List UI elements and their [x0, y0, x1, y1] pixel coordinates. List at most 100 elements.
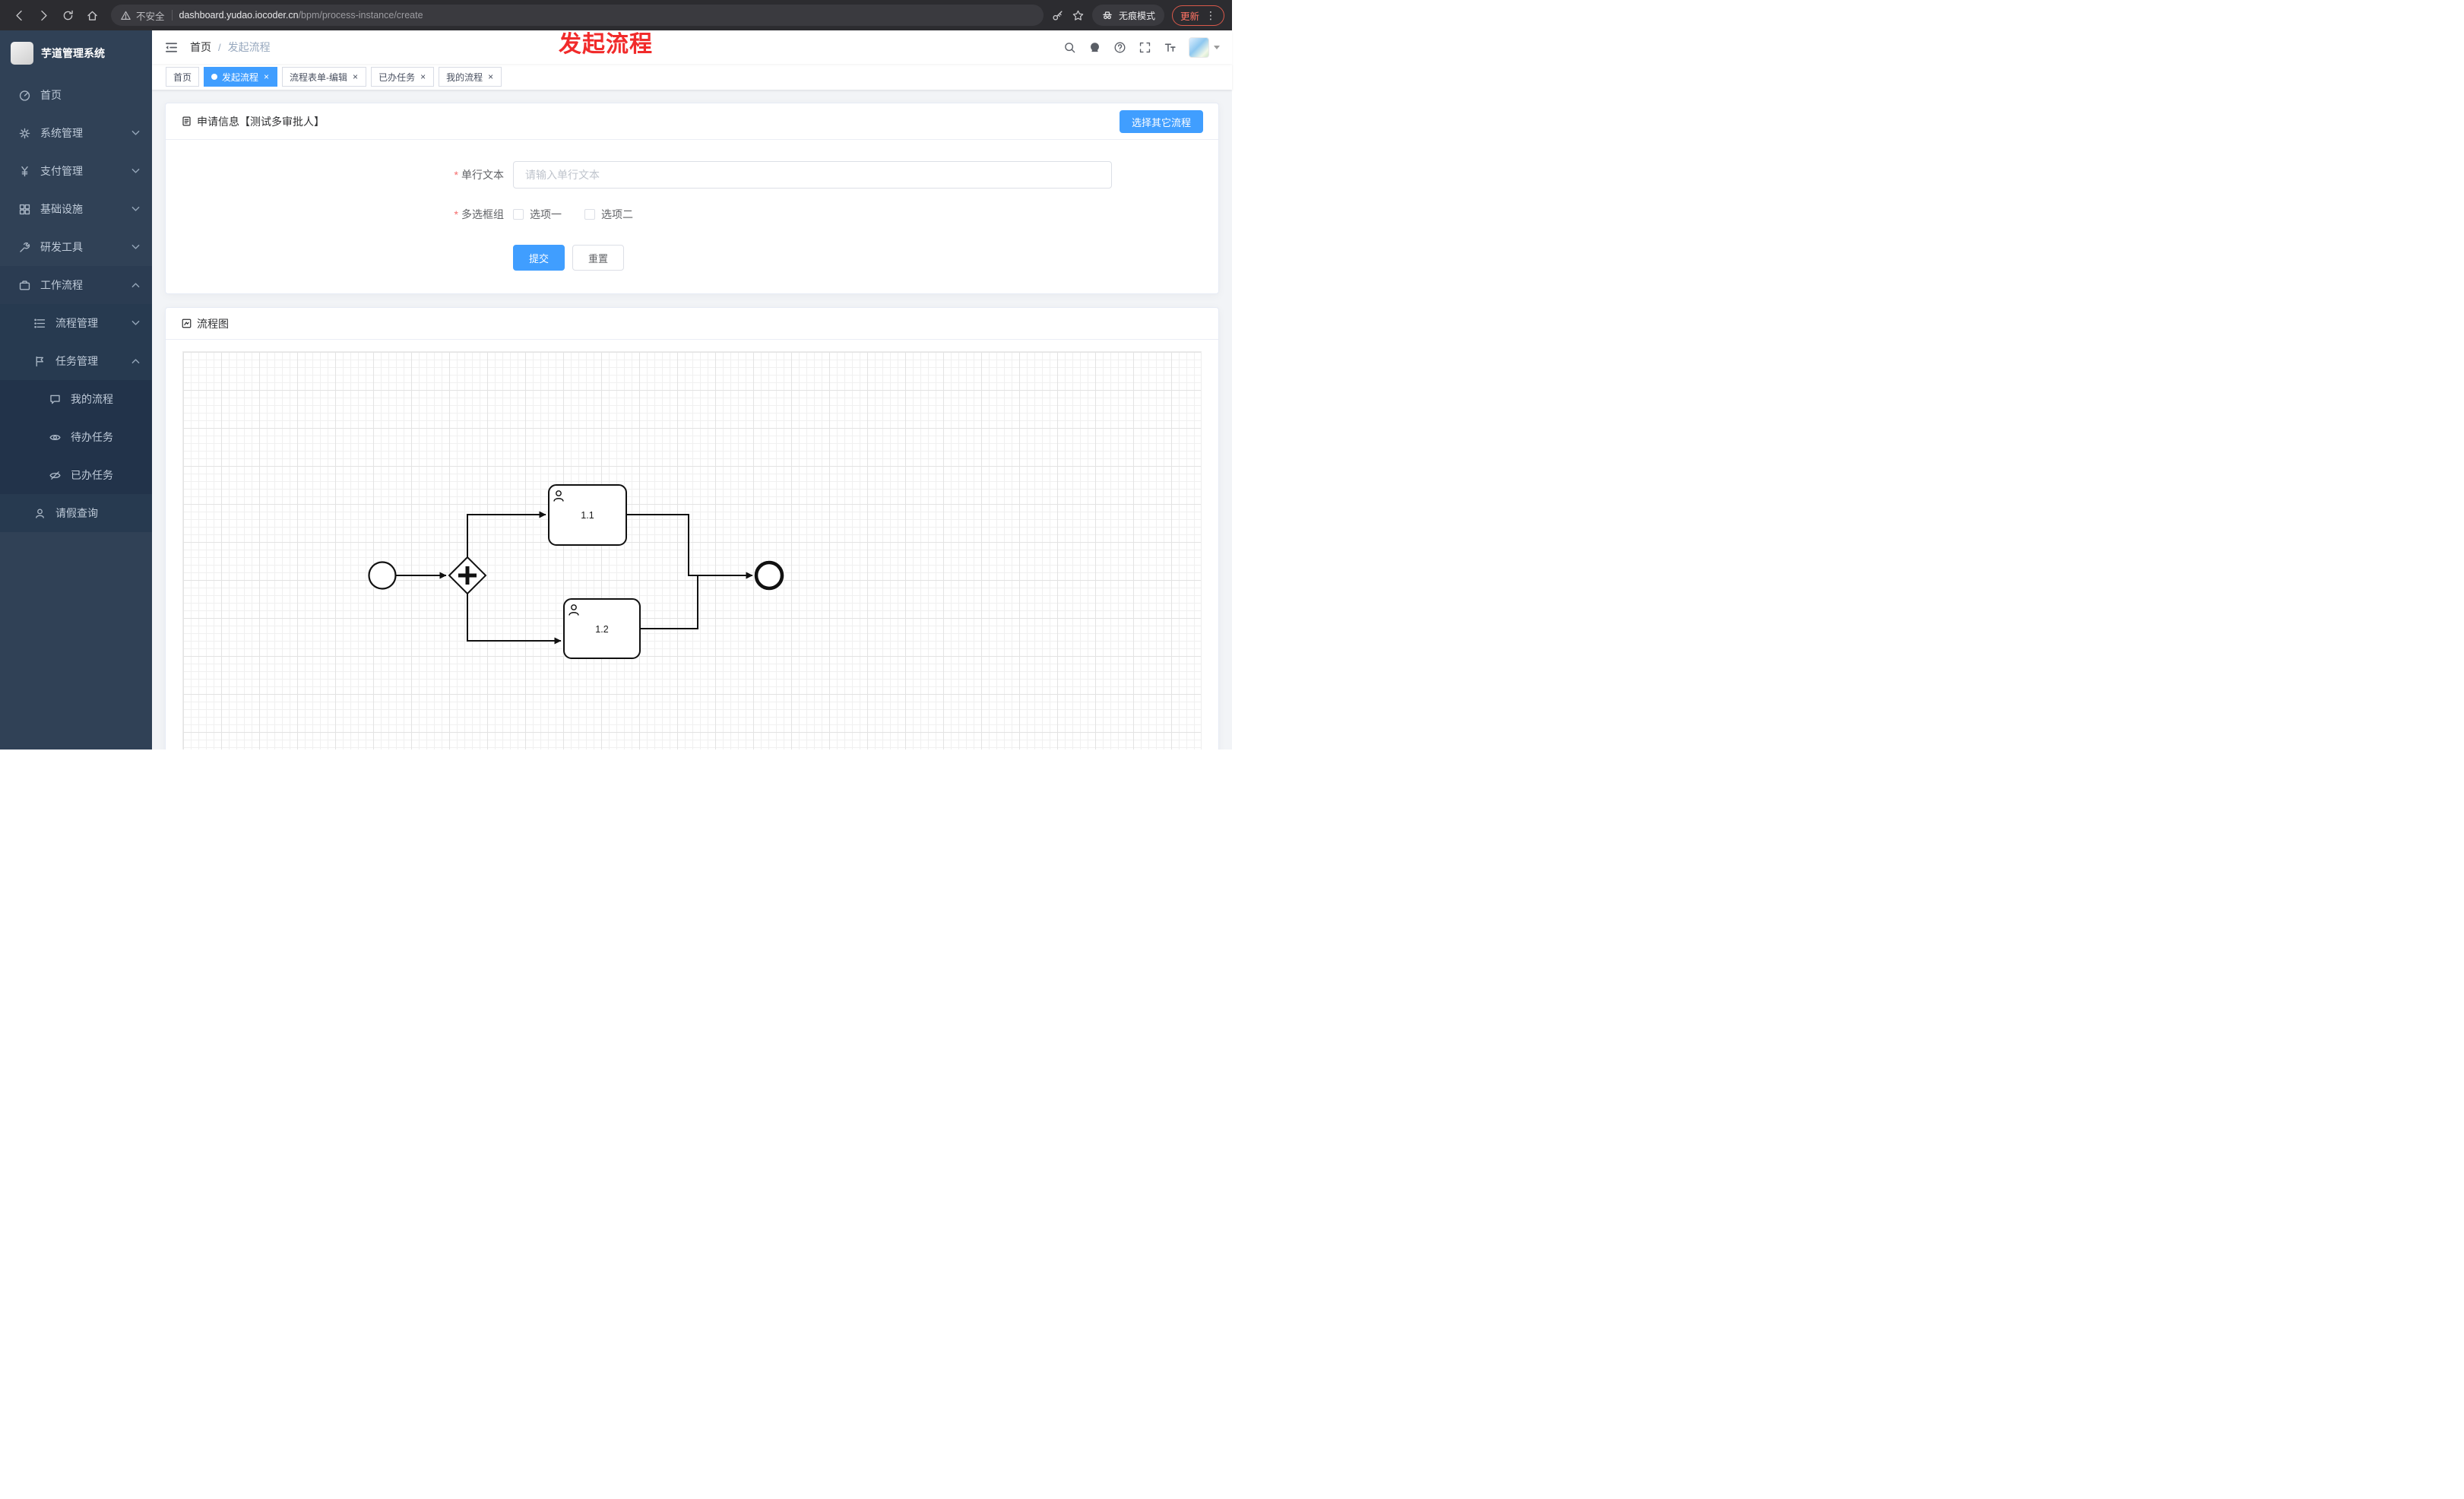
- single-line-text-input[interactable]: [513, 161, 1112, 189]
- active-tab-dot: [211, 74, 218, 80]
- back-button[interactable]: [8, 4, 30, 27]
- address-bar[interactable]: 不安全 dashboard.yudao.iocoder.cn/bpm/proce…: [111, 5, 1044, 26]
- sidebar-collapse-button[interactable]: [164, 40, 179, 55]
- reset-button[interactable]: 重置: [572, 245, 625, 271]
- sidebar-item-payment[interactable]: 支付管理: [0, 152, 152, 190]
- choose-other-process-button[interactable]: 选择其它流程: [1119, 110, 1203, 133]
- font-size-icon[interactable]: [1164, 41, 1177, 54]
- security-badge: 不安全: [136, 11, 165, 22]
- chevron-down-icon: [131, 244, 140, 250]
- bpmn-diagram: 1.1 1.2: [368, 484, 784, 659]
- checkbox-option-1[interactable]: 选项一: [513, 207, 562, 222]
- forward-button[interactable]: [32, 4, 55, 27]
- password-key-icon[interactable]: [1051, 9, 1064, 22]
- incognito-label: 无痕模式: [1118, 10, 1155, 21]
- bookmark-star-icon[interactable]: [1072, 9, 1085, 22]
- browser-menu-dots-icon[interactable]: ⋮: [1205, 8, 1216, 21]
- fullscreen-icon[interactable]: [1139, 41, 1151, 54]
- task-label: 1.1: [581, 510, 594, 521]
- breadcrumb: 首页 / 发起流程: [190, 40, 271, 55]
- flow-gateway-to-task1: [467, 511, 546, 557]
- omnibox-divider: [171, 10, 173, 21]
- breadcrumb-separator: /: [218, 41, 221, 53]
- user-task-2[interactable]: 1.2: [563, 598, 641, 659]
- user-task-1[interactable]: 1.1: [548, 484, 627, 546]
- plus-icon: [458, 566, 477, 585]
- person-icon: [33, 507, 47, 520]
- sidebar-item-workflow[interactable]: 工作流程: [0, 266, 152, 304]
- browser-toolbar: 不安全 dashboard.yudao.iocoder.cn/bpm/proce…: [0, 0, 1232, 30]
- reload-button[interactable]: [56, 4, 79, 27]
- sidebar-item-todo-tasks[interactable]: 待办任务: [0, 418, 152, 456]
- tab-done-tasks[interactable]: 已办任务 ×: [371, 67, 435, 87]
- flow-gateway-to-task2: [467, 594, 562, 645]
- tab-my-process[interactable]: 我的流程 ×: [439, 67, 502, 87]
- start-event[interactable]: [368, 561, 397, 590]
- page-content: 申请信息【测试多审批人】 选择其它流程 *单行文本 *多选框组: [152, 90, 1232, 750]
- flag-icon: [33, 355, 47, 368]
- tags-view-bar: 首页 发起流程 × 流程表单-编辑 × 已办任务 × 我的流程 ×: [152, 64, 1232, 90]
- search-icon[interactable]: [1063, 41, 1076, 54]
- bpmn-canvas: 1.1 1.2: [182, 351, 1202, 750]
- gear-icon: [18, 127, 32, 140]
- warning-icon: [121, 11, 131, 20]
- chevron-down-icon: [131, 130, 140, 136]
- tab-process-form-edit[interactable]: 流程表单-编辑 ×: [282, 67, 367, 87]
- chat-bubble-icon: [49, 393, 62, 406]
- yen-icon: [18, 165, 32, 178]
- sidebar: 芋道管理系统 首页 系统管理 支付管理 基础设施: [0, 30, 152, 750]
- sidebar-item-home[interactable]: 首页: [0, 76, 152, 114]
- sidebar-item-infrastructure[interactable]: 基础设施: [0, 190, 152, 228]
- tab-close-icon[interactable]: ×: [353, 71, 359, 82]
- help-icon[interactable]: [1113, 41, 1126, 54]
- logo-avatar: [11, 42, 33, 65]
- briefcase-icon: [18, 279, 32, 292]
- parallel-gateway[interactable]: [448, 556, 487, 595]
- checkbox-icon[interactable]: [513, 209, 524, 220]
- sidebar-item-system[interactable]: 系统管理: [0, 114, 152, 152]
- card-title: 申请信息【测试多审批人】: [197, 115, 325, 128]
- incognito-icon: [1103, 11, 1112, 20]
- tab-start-process[interactable]: 发起流程 ×: [204, 67, 278, 87]
- chevron-up-icon: [131, 282, 140, 288]
- diagram-icon: [181, 318, 192, 329]
- submit-button[interactable]: 提交: [513, 245, 565, 271]
- tab-close-icon[interactable]: ×: [420, 71, 426, 82]
- card-title: 流程图: [197, 317, 229, 330]
- breadcrumb-home[interactable]: 首页: [190, 41, 211, 53]
- flow-task2-to-end: [640, 572, 753, 629]
- chevron-down-icon: [131, 206, 140, 212]
- update-label: 更新: [1180, 11, 1199, 22]
- sidebar-item-leave-query[interactable]: 请假查询: [0, 494, 152, 532]
- sidebar-item-done-tasks[interactable]: 已办任务: [0, 456, 152, 494]
- sidebar-item-task-management[interactable]: 任务管理: [0, 342, 152, 380]
- tab-close-icon[interactable]: ×: [488, 71, 494, 82]
- user-menu[interactable]: [1189, 36, 1220, 58]
- update-button[interactable]: 更新 ⋮: [1171, 5, 1224, 26]
- document-icon: [181, 116, 192, 127]
- sidebar-item-my-process[interactable]: 我的流程: [0, 380, 152, 418]
- eye-off-icon: [49, 469, 62, 482]
- grid-icon: [18, 203, 32, 216]
- url-path: /bpm/process-instance/create: [298, 10, 423, 21]
- field-label-checkbox: *多选框组: [454, 208, 504, 220]
- sidebar-item-dev-tools[interactable]: 研发工具: [0, 228, 152, 266]
- tab-close-icon[interactable]: ×: [264, 71, 270, 82]
- user-avatar[interactable]: [1189, 36, 1209, 58]
- eye-icon: [49, 431, 62, 444]
- github-icon[interactable]: [1088, 41, 1101, 54]
- flow-task1-to-end: [626, 514, 753, 579]
- tab-home[interactable]: 首页: [166, 67, 200, 87]
- checkbox-option-2[interactable]: 选项二: [584, 207, 633, 222]
- caret-down-icon: [1214, 45, 1220, 49]
- url-text: dashboard.yudao.iocoder.cn/bpm/process-i…: [179, 10, 423, 21]
- user-task-icon: [553, 490, 564, 502]
- sidebar-item-process-management[interactable]: 流程管理: [0, 304, 152, 342]
- home-button[interactable]: [81, 4, 103, 27]
- checkbox-icon[interactable]: [584, 209, 595, 220]
- end-event[interactable]: [754, 560, 784, 591]
- incognito-badge[interactable]: 无痕模式: [1091, 5, 1164, 26]
- task-label: 1.2: [595, 624, 608, 635]
- top-navbar: 首页 / 发起流程: [152, 30, 1232, 64]
- dashboard-icon: [18, 89, 32, 102]
